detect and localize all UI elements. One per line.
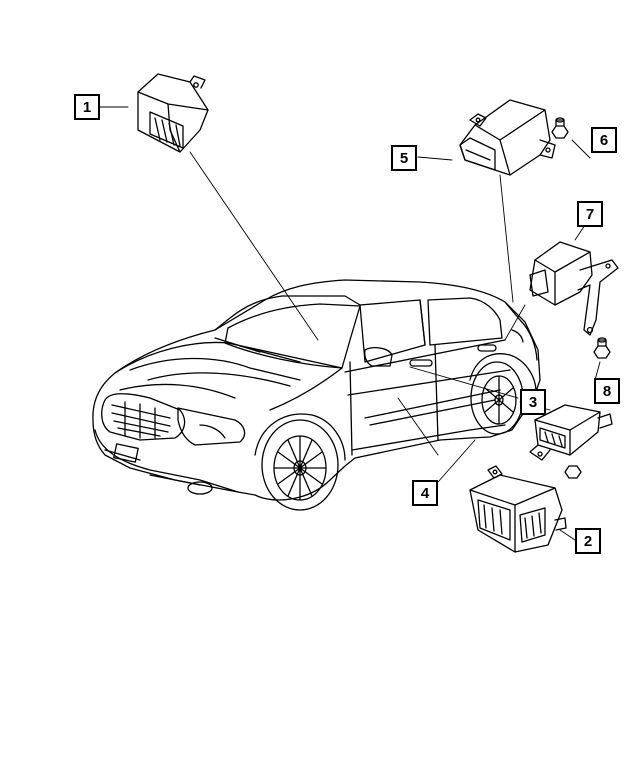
nut-6 <box>551 117 569 139</box>
callout-2: 2 <box>575 528 601 554</box>
module-5 <box>459 99 556 176</box>
callout-6: 6 <box>591 127 617 153</box>
callout-3: 3 <box>520 389 546 415</box>
module-1 <box>137 73 209 153</box>
callout-1: 1 <box>74 94 100 120</box>
nut-8 <box>593 337 611 359</box>
car-illustration <box>92 279 541 511</box>
callout-5: 5 <box>391 145 417 171</box>
module-2 <box>469 465 567 553</box>
leader-lines <box>99 106 601 541</box>
module-7 <box>529 241 619 336</box>
callout-4: 4 <box>412 480 438 506</box>
module-3 <box>529 404 613 479</box>
callout-7: 7 <box>577 201 603 227</box>
callout-8: 8 <box>594 378 620 404</box>
